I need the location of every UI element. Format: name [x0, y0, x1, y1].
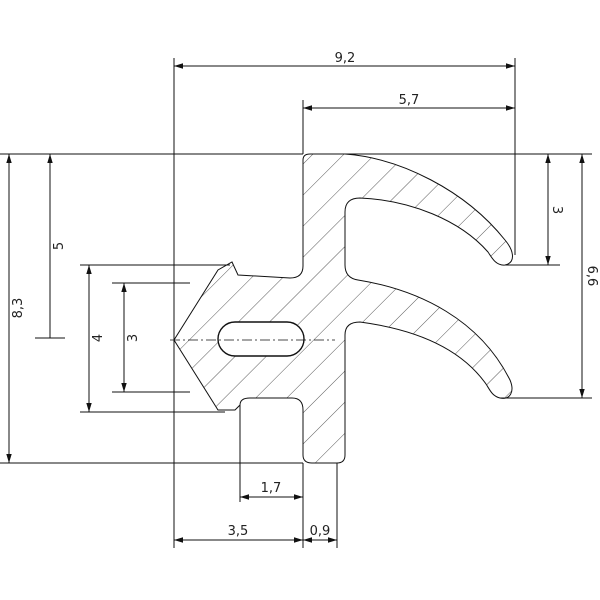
dim-wall: 0,9: [303, 524, 337, 543]
extension-lines: [0, 58, 592, 548]
svg-text:3,5: 3,5: [228, 524, 249, 539]
svg-text:9,2: 9,2: [335, 51, 356, 66]
svg-text:8,3: 8,3: [11, 298, 26, 319]
svg-text:6,6: 6,6: [584, 266, 599, 287]
dim-lip-width: 5,7: [303, 93, 515, 111]
dim-lip-gap: 3: [545, 154, 564, 265]
dim-base-width: 3,5: [174, 524, 303, 543]
svg-text:5: 5: [52, 242, 67, 250]
svg-text:4: 4: [91, 334, 106, 342]
dim-head-outer: 4: [86, 265, 106, 412]
dim-stem: 1,7: [240, 481, 303, 500]
svg-text:5,7: 5,7: [399, 93, 420, 108]
head-slot: [217, 321, 305, 357]
dim-height-total: 8,3: [6, 154, 26, 463]
svg-text:0,9: 0,9: [310, 524, 331, 539]
dim-head-inner: 3: [121, 283, 141, 392]
svg-text:1,7: 1,7: [261, 481, 282, 496]
dim-lip-height: 6,6: [579, 154, 599, 398]
svg-text:3: 3: [549, 206, 564, 214]
dim-height-upper: 5: [47, 154, 67, 338]
seal-profile: [173, 153, 513, 464]
svg-text:3: 3: [126, 334, 141, 342]
dim-overall-width: 9,2: [174, 51, 515, 69]
